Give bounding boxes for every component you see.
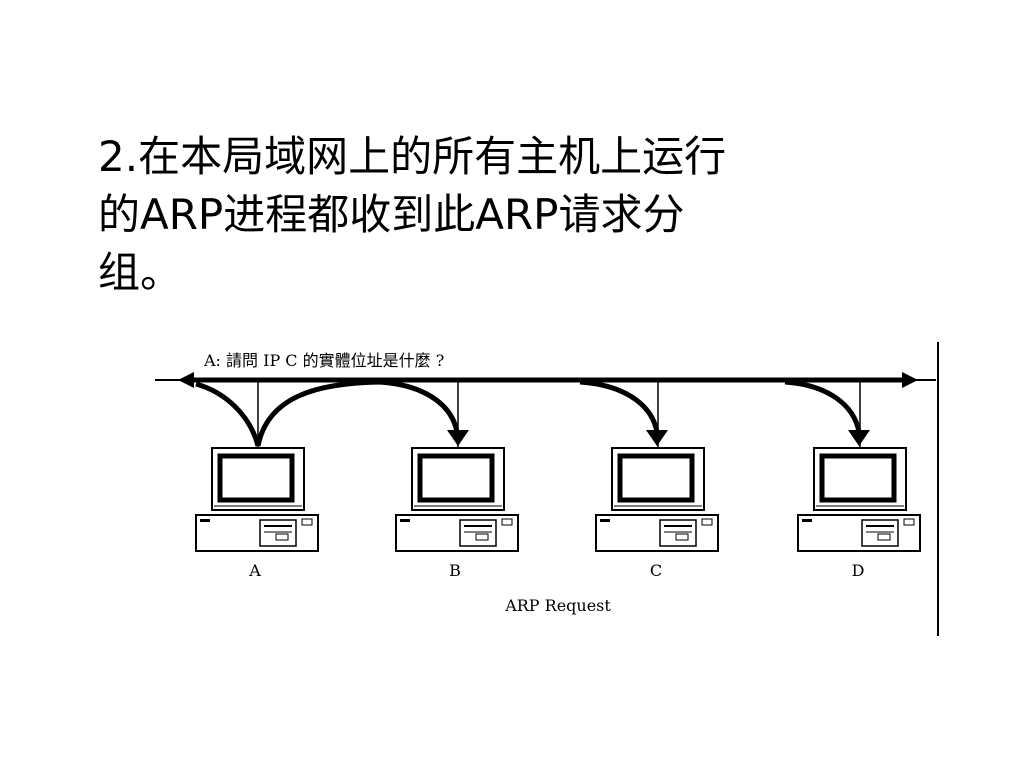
arrow-a-to-b <box>255 379 460 447</box>
heading-line-2: 的ARP进程都收到此ARP请求分 <box>98 190 685 239</box>
host-label-b: B <box>449 561 461 580</box>
arrowhead-b <box>447 430 469 446</box>
arrow-to-d <box>784 379 862 433</box>
arp-question: A: 請問 IP C 的實體位址是什麼 ? <box>203 351 444 370</box>
computer-b-icon <box>396 448 518 551</box>
computer-a-icon <box>196 448 318 551</box>
bus-right-arrowhead <box>902 372 918 388</box>
host-label-c: C <box>650 561 662 580</box>
arrowhead-c <box>646 430 668 446</box>
arrow-a-to-left <box>195 381 261 447</box>
computer-c-icon <box>596 448 718 551</box>
arrowhead-d <box>848 430 870 446</box>
heading-line-1: 2.在本局域网上的所有主机上运行 <box>98 132 727 181</box>
computer-d-icon <box>798 448 920 551</box>
bus-left-arrowhead <box>178 372 194 388</box>
slide-heading: 2.在本局域网上的所有主机上运行 的ARP进程都收到此ARP请求分 组。 <box>98 128 878 302</box>
host-label-d: D <box>852 561 865 580</box>
heading-line-3: 组。 <box>98 248 183 297</box>
host-label-a: A <box>248 561 261 580</box>
arrow-to-c <box>579 379 660 433</box>
diagram-caption: ARP Request <box>504 596 611 615</box>
